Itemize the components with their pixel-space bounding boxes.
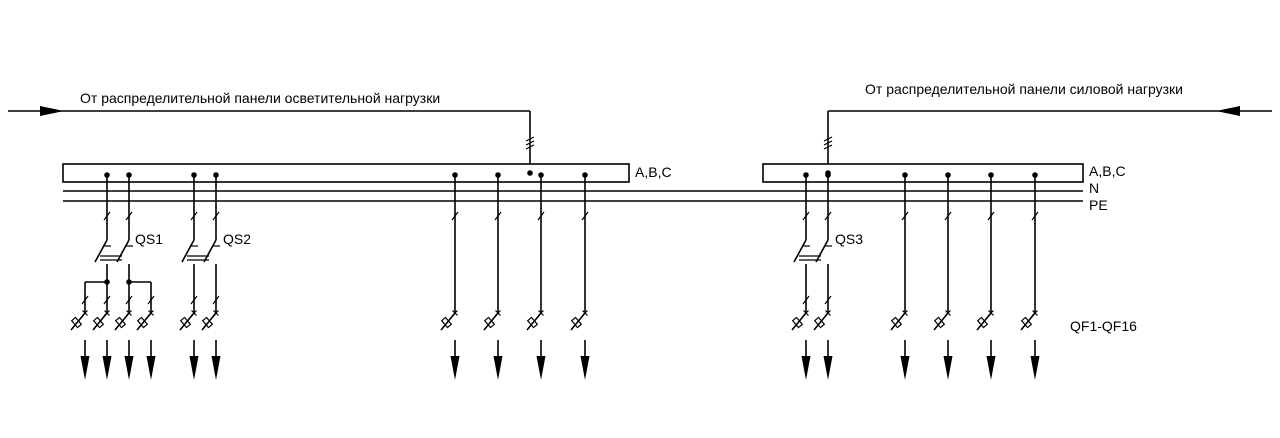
feed-left-label: От распределительной панели осветительно… bbox=[80, 90, 440, 106]
qs2-label: QS2 bbox=[223, 231, 251, 247]
breaker-qs3-1 bbox=[791, 300, 811, 380]
feeder-right-1 bbox=[890, 172, 910, 380]
bus-n-label: N bbox=[1089, 180, 1099, 196]
bus-abc-left bbox=[62, 163, 630, 183]
isolator-qs1 bbox=[81, 172, 155, 305]
bus-pe-label: PE bbox=[1089, 197, 1108, 213]
bus-abc-left-label: A,B,C bbox=[635, 164, 672, 180]
breaker-qs2-1 bbox=[179, 300, 199, 380]
bus-abc-right-label: A,B,C bbox=[1089, 163, 1126, 179]
feeder-left-3 bbox=[526, 172, 546, 380]
qf-range-label: QF1-QF16 bbox=[1070, 318, 1137, 334]
feed-right-label: От распределительной панели силовой нагр… bbox=[865, 81, 1183, 97]
breaker-qs3-2 bbox=[813, 300, 833, 380]
breaker-qs2-2 bbox=[201, 300, 221, 380]
feeder-right-4 bbox=[1020, 172, 1040, 380]
feeder-left-2 bbox=[483, 172, 503, 380]
breaker-qs1-2 bbox=[92, 300, 112, 380]
feeder-left-4 bbox=[570, 172, 590, 380]
qs1-label: QS1 bbox=[135, 231, 163, 247]
qs3-label: QS3 bbox=[835, 231, 863, 247]
circuit-group bbox=[70, 172, 1040, 380]
breaker-qs1-3 bbox=[114, 300, 134, 380]
feed-left-line bbox=[8, 106, 535, 176]
feeder-right-3 bbox=[976, 172, 996, 380]
isolator-qs2 bbox=[181, 172, 220, 305]
isolator-qs3 bbox=[793, 172, 832, 305]
feeder-right-2 bbox=[933, 172, 953, 380]
breaker-qs1-4 bbox=[136, 300, 156, 380]
breaker-qs1-1 bbox=[70, 300, 90, 380]
bus-abc-right bbox=[762, 163, 1084, 183]
feeder-left-1 bbox=[440, 172, 460, 380]
